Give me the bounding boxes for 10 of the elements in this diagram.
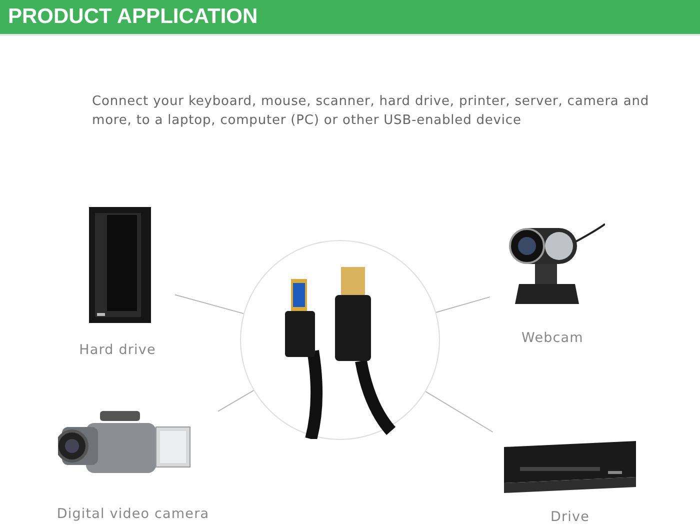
device-label: Digital video camera (56, 506, 210, 522)
device-label: Webcam (520, 330, 584, 346)
connector-line (436, 296, 490, 313)
device-label: Drive (550, 509, 590, 525)
page-title: PRODUCT APPLICATION (8, 5, 258, 29)
description-text: Connect your keyboard, mouse, scanner, hard drive, printer, server, camera and more, to a laptop, computer (PC) or other USB-enabled device (92, 93, 650, 130)
connector-line (218, 390, 254, 412)
connector-line (425, 391, 494, 432)
device-label: Hard drive (78, 342, 157, 358)
connector-line (174, 294, 244, 314)
